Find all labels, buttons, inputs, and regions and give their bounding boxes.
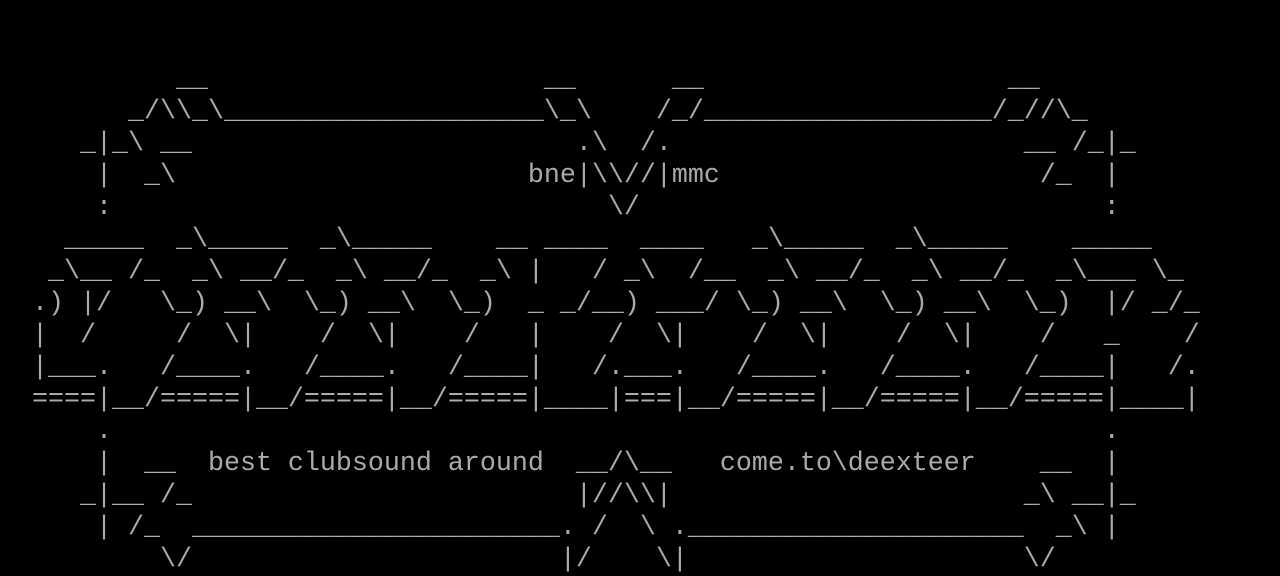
ascii-art-slogan-row: | __ best clubsound around __/\__ come.t… (0, 449, 1120, 479)
ascii-art-row: _|_\ __ .\ /. __ /_|_ (0, 129, 1136, 159)
ascii-logo-row: _____ _\_____ _\_____ __ ____ ____ _\___… (0, 225, 1152, 255)
ascii-logo-row: .) |/ \_) __\ \_) __\ \_) _ _/__) ___/ \… (0, 289, 1200, 319)
ascii-logo-row: | / / \| / \| / | / \| / \| / \| / _ / (0, 321, 1200, 351)
ascii-art-row (0, 0, 1280, 32)
ascii-logo-row: |___. /____. /____. /____| /.___. /____.… (0, 353, 1200, 383)
ascii-art-row: . . (0, 417, 1120, 447)
ascii-art-row: _/\\_\____________________\_\ /_/_______… (0, 97, 1088, 127)
ascii-art-row (0, 32, 1280, 64)
ascii-art-row: \/ |/ \| \/ (0, 545, 1056, 575)
ascii-art-row: __ __ __ __ (0, 65, 1040, 95)
ascii-art-tagline-row: | _\ bne|\\//|mmc /_ | (0, 161, 1120, 191)
ascii-art-row: : \/ : (0, 193, 1120, 223)
ascii-art-row: _|__ /_ |//\\| _\ __|_ (0, 481, 1136, 511)
ascii-logo-row: ====|__/=====|__/=====|__/=====|____|===… (0, 385, 1200, 415)
ascii-logo-row: _\__ /_ _\ __/_ _\ __/_ _\ | / _\ /__ _\… (0, 257, 1184, 287)
ascii-art-row: | /_ _______________________. / \ ._____… (0, 513, 1120, 543)
